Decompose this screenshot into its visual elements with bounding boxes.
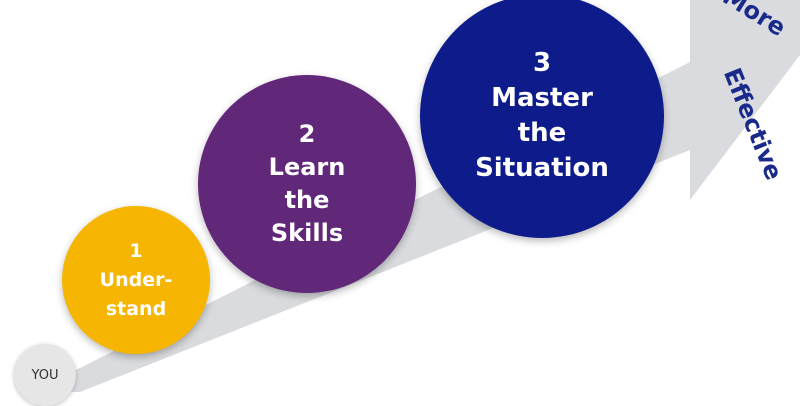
- step-2-line-1: Learn: [268, 153, 346, 181]
- arrow-body: [32, 0, 800, 392]
- step-3-line-2: the: [517, 118, 567, 148]
- step-2-number: 2: [298, 120, 316, 148]
- step-1-line-1: Under-: [99, 268, 173, 291]
- you-label: YOU: [31, 367, 59, 383]
- step-1-number: 1: [129, 239, 143, 262]
- step-3-line-3: Situation: [475, 153, 609, 183]
- step-2-circle: 2 Learn the Skills: [198, 75, 416, 293]
- step-1-circle: 1 Under- stand: [62, 206, 210, 354]
- step-1-line-2: stand: [105, 297, 167, 320]
- step-3-circle: 3 Master the Situation: [420, 0, 664, 238]
- step-2-line-3: Skills: [270, 219, 344, 247]
- you-circle: YOU: [14, 344, 76, 406]
- step-3-line-1: Master: [491, 83, 593, 113]
- step-3-number: 3: [532, 48, 552, 78]
- step-2-line-2: the: [284, 186, 330, 214]
